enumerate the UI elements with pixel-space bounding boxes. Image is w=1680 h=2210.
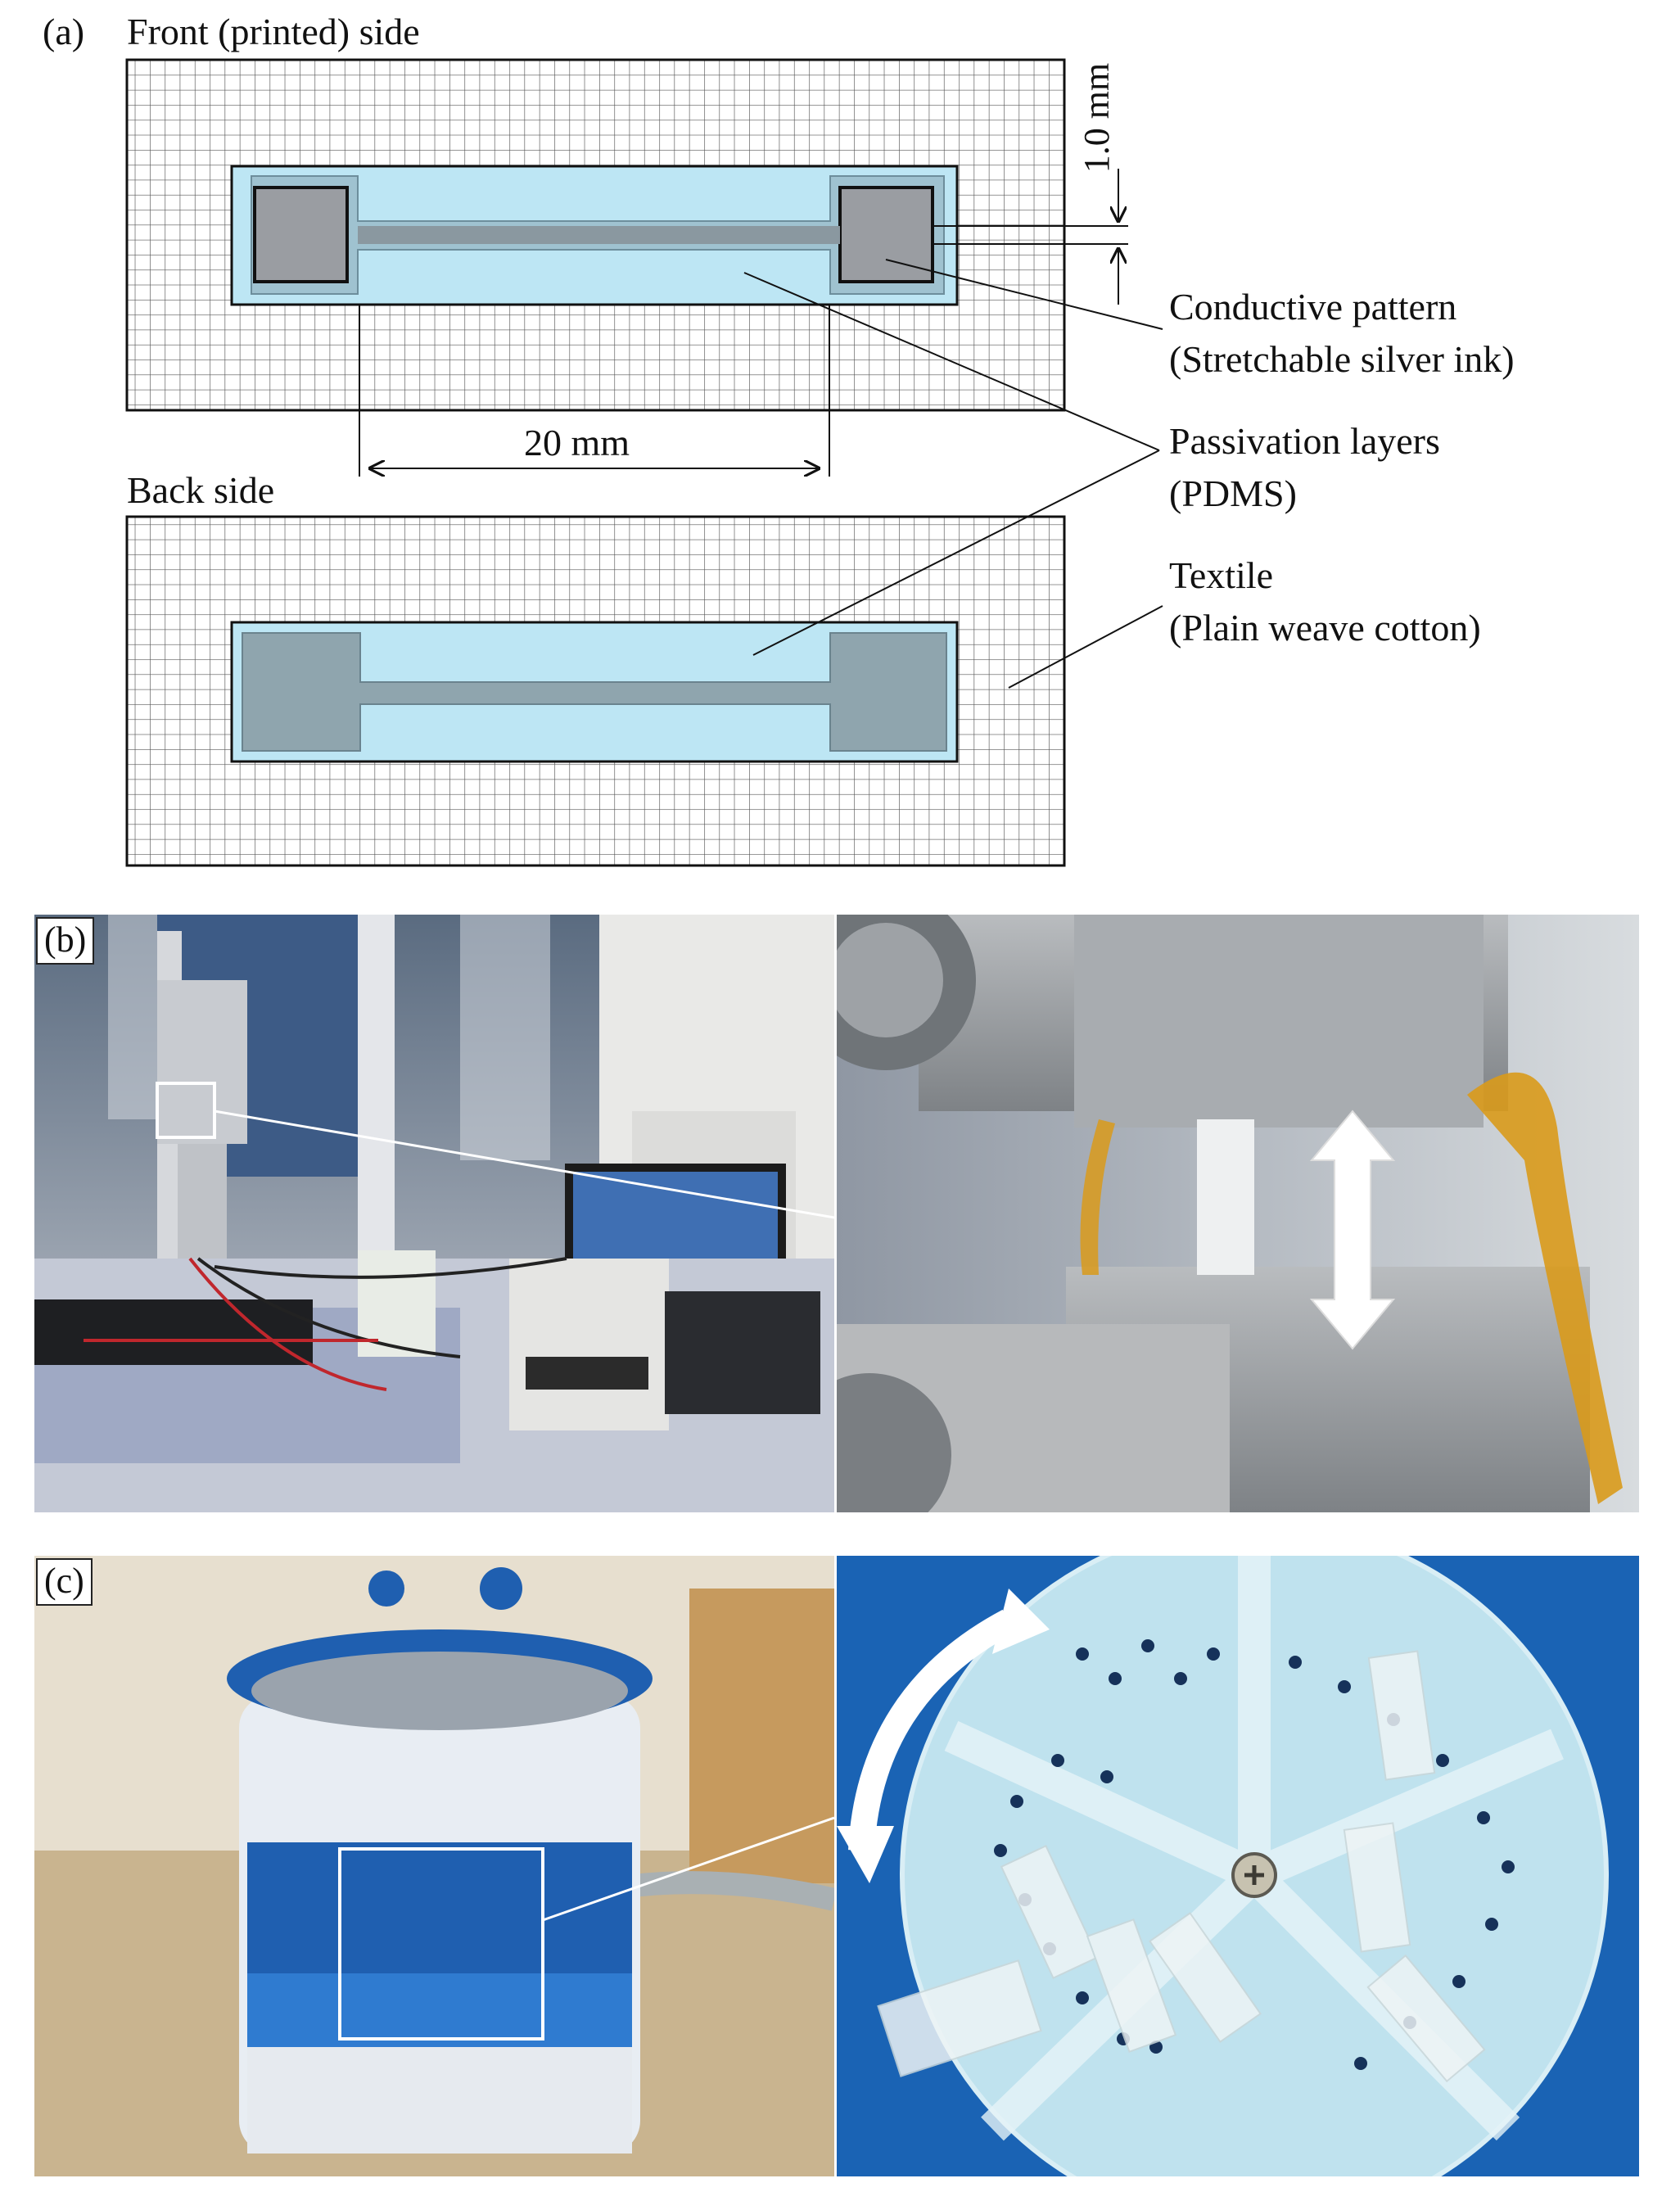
conductive-callout-title: Conductive pattern	[1169, 286, 1457, 328]
passivation-callout-sub: (PDMS)	[1169, 472, 1297, 514]
textile-callout-title: Textile	[1169, 554, 1274, 596]
panel-a-label: (a)	[43, 11, 85, 52]
back-passivation-layer	[230, 621, 959, 763]
passivation-callout-title: Passivation layers	[1169, 420, 1440, 462]
grip-closeup-photo	[837, 915, 1639, 1512]
back-side-title: Back side	[127, 469, 275, 511]
length-dimension	[359, 305, 830, 477]
textile-callout-sub: (Plain weave cotton)	[1169, 607, 1481, 649]
panel-b-label: (b)	[36, 917, 95, 965]
panel-a-diagram	[125, 58, 1163, 867]
callout-leaders	[743, 259, 1163, 689]
front-side-title: Front (printed) side	[127, 11, 420, 52]
conductive-callout-sub: (Stretchable silver ink)	[1169, 338, 1515, 380]
thickness-label: 1.0 mm	[1077, 62, 1117, 174]
front-conductive-pattern	[253, 186, 934, 283]
panel-c-label: (c)	[36, 1558, 93, 1606]
length-label: 20 mm	[524, 422, 630, 463]
tensile-tester-photo	[34, 915, 834, 1512]
thickness-dimension	[933, 169, 1128, 305]
washing-machine-photo	[34, 1556, 834, 2176]
agitator-closeup-photo	[837, 1556, 1639, 2176]
